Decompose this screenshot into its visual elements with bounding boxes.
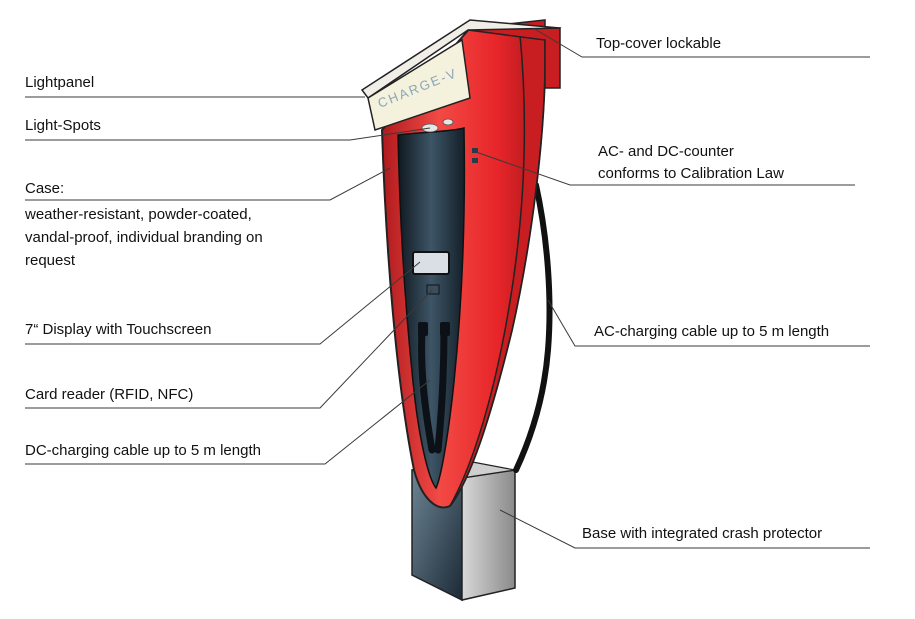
leader-ac-cable (547, 299, 870, 347)
label-case-line1: weather-resistant, powder-coated, (25, 206, 252, 223)
inner-recess-shape (397, 127, 466, 490)
label-ac-cable: AC-charging cable up to 5 m length (594, 323, 830, 340)
leader-lines (25, 27, 870, 549)
label-case-line2: vandal-proof, individual branding on (25, 229, 263, 246)
leader-display (25, 261, 421, 345)
label-counter-line2: conforms to Calibration Law (598, 165, 784, 182)
label-card-reader: Card reader (RFID, NFC) (25, 386, 194, 403)
display-shape (412, 251, 450, 275)
counter-indicator (472, 158, 478, 163)
label-dc-cable: DC-charging cable up to 5 m length (25, 442, 261, 459)
case-side-shape (449, 19, 546, 507)
label-base: Base with integrated crash protector (582, 525, 823, 542)
label-counter-line1: AC- and DC-counter (598, 143, 734, 160)
leader-card-reader (25, 289, 433, 409)
card-reader-shape (426, 284, 440, 295)
light-spot (442, 118, 454, 126)
ac-cable-shape (513, 182, 553, 473)
label-top-cover: Top-cover lockable (596, 35, 722, 52)
label-lightpanel: Lightpanel (25, 74, 95, 91)
label-case-line3: request (25, 252, 76, 269)
leader-top-cover (532, 27, 870, 58)
lightpanel-shape (367, 38, 471, 131)
label-display: 7“ Display with Touchscreen (25, 321, 212, 338)
label-light-spots: Light-Spots (25, 117, 101, 134)
counter-indicator (472, 148, 478, 153)
leader-base (499, 509, 870, 549)
leader-counter (475, 151, 855, 186)
leader-case (25, 167, 391, 201)
leader-light-spots (25, 127, 431, 141)
label-case-title: Case: (25, 180, 65, 197)
dc-cable-shape (418, 322, 450, 454)
leader-dc-cable (25, 379, 431, 465)
